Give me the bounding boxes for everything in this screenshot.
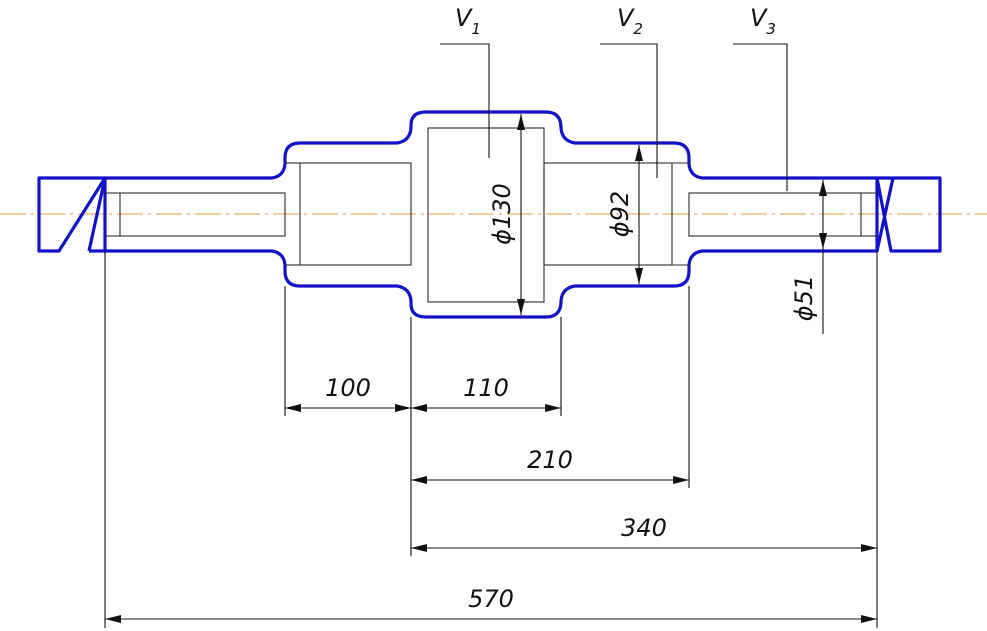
diameter-arrow-92-bottom	[635, 268, 643, 284]
inner-contour-right-journal	[688, 192, 862, 237]
length-arrow-210-left	[411, 476, 427, 484]
callout-label-v2: V2	[617, 4, 643, 38]
diameter-arrow-92-top	[635, 145, 643, 161]
length-label-100: 100	[325, 374, 371, 402]
inner-contour-left-step	[299, 162, 412, 266]
length-arrow-210-right	[673, 476, 689, 484]
diameter-label-92: ϕ92	[606, 191, 634, 237]
length-arrow-110-left	[411, 404, 427, 412]
length-label-210: 210	[527, 446, 573, 474]
length-label-570: 570	[468, 585, 514, 613]
length-arrow-110-right	[545, 404, 561, 412]
callout-leader-v1	[440, 43, 490, 158]
length-arrow-100-right	[395, 404, 411, 412]
callout-label-v1: V1	[455, 4, 481, 38]
inner-contour-left-journal	[119, 192, 286, 237]
length-label-110: 110	[463, 374, 509, 402]
inner-contour-center-collar	[427, 127, 545, 303]
diameter-arrow-130-top	[517, 114, 525, 130]
diameter-label-51: ϕ51	[790, 275, 818, 321]
diameter-arrow-51-bottom	[819, 233, 827, 249]
left-break-symbol	[37, 176, 107, 253]
diameter-arrow-130-bottom	[517, 299, 525, 315]
length-arrow-340-left	[411, 544, 427, 552]
length-label-340: 340	[621, 514, 667, 542]
length-arrow-570-left	[105, 615, 121, 623]
callout-leader-v3	[733, 43, 788, 191]
inner-contour-right-step	[543, 162, 673, 266]
right-break-symbol	[875, 176, 942, 253]
length-arrow-570-right	[861, 615, 877, 623]
length-arrow-340-right	[861, 544, 877, 552]
callout-leader-v2	[600, 43, 658, 178]
length-arrow-100-left	[285, 404, 301, 412]
callout-label-v3: V3	[750, 4, 776, 38]
diameter-label-130: ϕ130	[488, 183, 516, 245]
diameter-arrow-51-top	[819, 180, 827, 196]
